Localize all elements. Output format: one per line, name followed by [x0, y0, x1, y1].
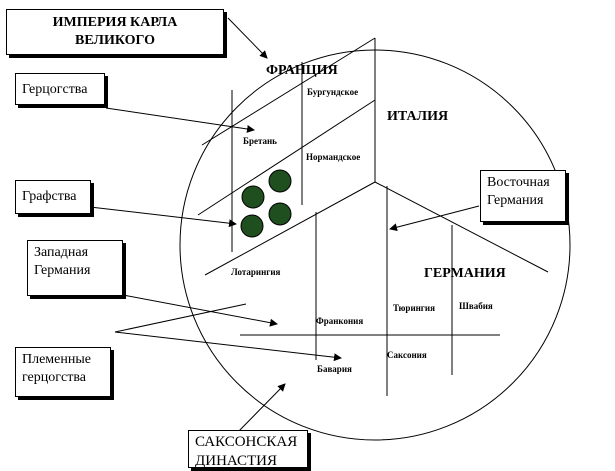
arrow-west-germany [122, 294, 278, 327]
label-franconia: Франкония [316, 316, 364, 326]
label-burgundy: Бургундское [307, 87, 359, 97]
arrow-counties [89, 206, 237, 228]
saxon-dynasty-box: САКСОНСКАЯ ДИНАСТИЯ [188, 430, 308, 469]
east-germany-box: Восточная Германия [480, 170, 566, 222]
county-dot [268, 202, 292, 226]
west-germany-box: Западная Германия [27, 240, 123, 296]
division-line-right [374, 181, 549, 273]
label-saxony: Саксония [387, 350, 427, 360]
label-thuringia: Тюрингия [393, 303, 435, 313]
tribal-pointer-upper [114, 303, 247, 333]
arrow-duchies [105, 107, 255, 133]
arrow-east-germany [389, 205, 480, 232]
label-bavaria: Бавария [317, 364, 352, 374]
label-swabia: Швабия [459, 301, 493, 311]
region-germany: ГЕРМАНИЯ [424, 266, 506, 281]
county-dot [240, 214, 264, 238]
arrow-saxon-dynasty [235, 383, 286, 435]
tribal-duchies-box: Племенные герцогства [15, 347, 111, 397]
arrow-tribal-duchies [114, 331, 342, 362]
france-diagonal-2 [197, 99, 376, 216]
county-dot [268, 169, 292, 193]
empire-box: ИМПЕРИЯ КАРЛА ВЕЛИКОГО [6, 9, 224, 55]
duchies-box: Герцогства [15, 73, 105, 105]
arrow-empire [227, 17, 268, 59]
france-diagonal-1 [201, 37, 376, 146]
counties-box: Графства [15, 180, 91, 214]
region-france: ФРАНЦИЯ [266, 63, 338, 78]
label-lotharingia: Лотарингия [231, 267, 281, 277]
county-dot [241, 185, 265, 209]
division-line-left [204, 181, 376, 276]
label-normandy: Нормандское [306, 152, 361, 162]
region-italy: ИТАЛИЯ [387, 109, 449, 124]
label-brittany: Бретань [243, 136, 277, 146]
